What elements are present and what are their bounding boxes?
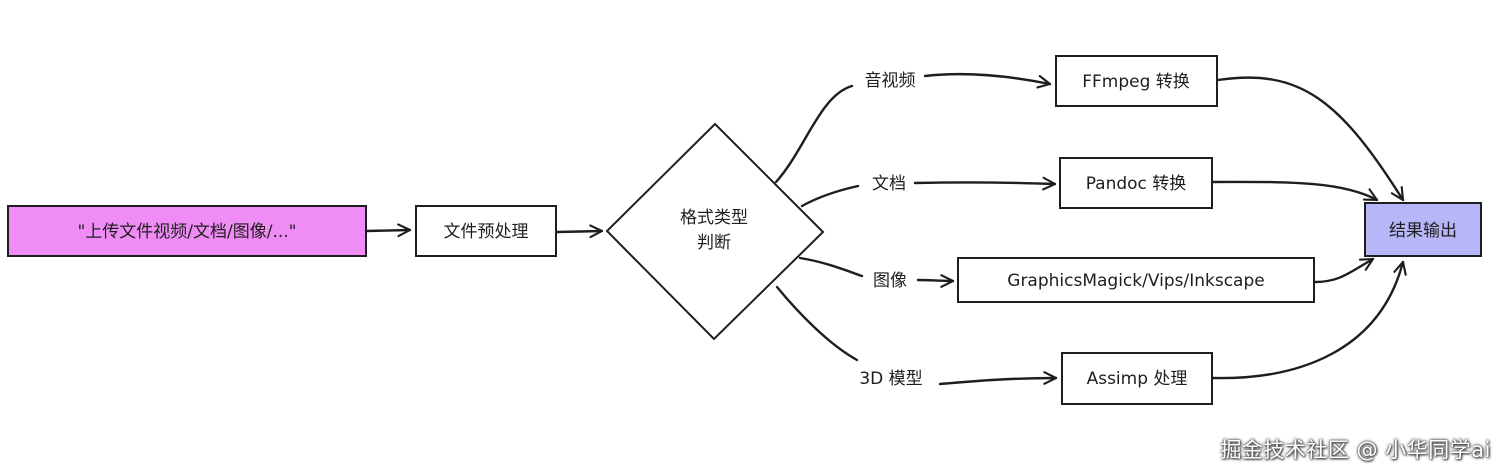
ffmpeg-box bbox=[1055, 55, 1218, 107]
edge-assimp-to-output bbox=[1211, 260, 1407, 380]
pandoc-box bbox=[1059, 157, 1213, 209]
decision-label-line2: 判断 bbox=[697, 233, 731, 253]
edge-decision-to-av-label bbox=[774, 84, 854, 184]
graphics-box bbox=[957, 257, 1315, 303]
ffmpeg-label: FFmpeg 转换 bbox=[1082, 72, 1190, 92]
edge-pandoc-to-output bbox=[1211, 180, 1379, 202]
preprocess-box bbox=[415, 205, 557, 257]
edge-graphics-to-output bbox=[1313, 257, 1375, 284]
assimp-box bbox=[1061, 352, 1213, 405]
edge-decision-to-doc-label bbox=[800, 184, 860, 208]
node-pandoc: Pandoc 转换 bbox=[1059, 157, 1213, 209]
edge-label-image: 图像 bbox=[873, 271, 907, 291]
edge-av-label-to-ffmpeg bbox=[923, 72, 1052, 89]
node-preprocess: 文件预处理 bbox=[415, 205, 557, 257]
node-assimp: Assimp 处理 bbox=[1061, 352, 1213, 405]
edge-label-3d: 3D 模型 bbox=[859, 369, 922, 389]
edges bbox=[364, 72, 1407, 386]
decision-label-line1: 格式类型 bbox=[680, 208, 748, 228]
edge-decision-to-3d-label bbox=[775, 285, 859, 362]
edge-label-av: 音视频 bbox=[865, 71, 916, 91]
decision-diamond bbox=[605, 122, 825, 341]
upload-box bbox=[7, 205, 367, 257]
graphics-label: GraphicsMagick/Vips/Inkscape bbox=[1007, 271, 1264, 291]
node-upload: "上传文件视频/文档/图像/..." bbox=[7, 205, 367, 257]
node-ffmpeg: FFmpeg 转换 bbox=[1055, 55, 1218, 107]
preprocess-label: 文件预处理 bbox=[444, 222, 529, 242]
edge-doc-label-to-pandoc bbox=[913, 176, 1057, 191]
edge-image-label-to-graphics bbox=[916, 274, 955, 288]
edge-upload-to-preprocess bbox=[364, 223, 412, 238]
watermark: 掘金技术社区 @ 小华同学ai bbox=[1220, 438, 1491, 462]
edge-decision-to-image-label bbox=[798, 256, 864, 278]
output-box bbox=[1364, 202, 1482, 257]
edge-preprocess-to-decision bbox=[555, 224, 604, 239]
node-decision: 格式类型 判断 bbox=[605, 122, 825, 341]
output-label: 结果输出 bbox=[1389, 221, 1457, 241]
pandoc-label: Pandoc 转换 bbox=[1086, 174, 1187, 194]
node-graphics: GraphicsMagick/Vips/Inkscape bbox=[957, 257, 1315, 303]
edge-label-doc: 文档 bbox=[872, 174, 906, 194]
assimp-label: Assimp 处理 bbox=[1087, 369, 1188, 389]
upload-label: "上传文件视频/文档/图像/..." bbox=[77, 222, 296, 242]
edge-ffmpeg-to-output bbox=[1216, 76, 1405, 202]
node-output: 结果输出 bbox=[1364, 202, 1482, 257]
edge-labels: 音视频 文档 图像 3D 模型 bbox=[859, 71, 922, 389]
edge-3d-label-to-assimp bbox=[938, 371, 1058, 386]
